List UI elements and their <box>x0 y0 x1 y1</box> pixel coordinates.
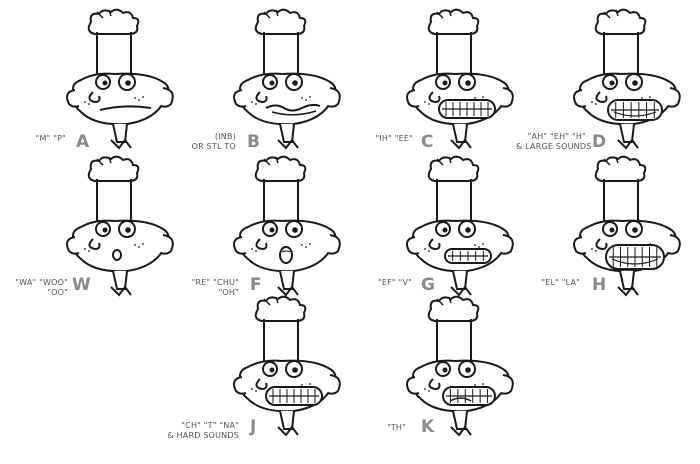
caption-j: "CH" "T" "NA" & HARD SOUNDS <box>165 421 239 441</box>
shape-letter-d: D <box>592 132 607 152</box>
caption-j-line-2: & HARD SOUNDS <box>167 431 239 440</box>
shape-letter-c: C <box>421 132 434 152</box>
caption-g: "EF" "V" <box>368 278 412 288</box>
head-drawing-w <box>55 155 185 305</box>
caption-c: "IH" "EE" <box>365 134 413 144</box>
caption-f: "RE" "CHU" "OH" <box>185 278 239 298</box>
caption-g-line-1: "EF" "V" <box>378 278 412 287</box>
shape-letter-b: B <box>247 132 260 152</box>
caption-f-line-1: "RE" "CHU" <box>191 278 239 287</box>
shape-letter-g: G <box>421 275 435 295</box>
head-drawing-c <box>395 8 525 158</box>
shape-letter-f: F <box>250 275 262 295</box>
head-drawing-b <box>222 8 352 158</box>
head-drawing-d <box>562 8 692 158</box>
caption-d: "AH" "EH" "H" & LARGE SOUNDS <box>516 132 592 152</box>
caption-w: "WA" "WOO" "OO" <box>6 278 68 298</box>
caption-c-line-1: "IH" "EE" <box>375 134 413 143</box>
caption-b-line-2: OR STL TO <box>191 142 236 151</box>
caption-j-line-1: "CH" "T" "NA" <box>181 421 239 430</box>
caption-b: (INB) OR STL TO <box>180 132 236 152</box>
caption-a-line-1: "M" "P" <box>35 134 66 143</box>
caption-h-line-1: "EL" "LA" <box>541 278 580 287</box>
shape-letter-k: K <box>421 417 435 437</box>
head-drawing-h <box>562 155 692 305</box>
caption-f-line-2: "OH" <box>218 288 239 297</box>
caption-w-line-1: "WA" "WOO" <box>15 278 68 287</box>
shape-letter-w: W <box>72 275 91 295</box>
shape-letter-j: J <box>250 417 257 437</box>
head-drawing-f <box>222 155 352 305</box>
shape-letter-h: H <box>592 275 607 295</box>
caption-k: "TH" <box>376 423 406 433</box>
caption-h: "EL" "LA" <box>530 278 580 288</box>
head-drawing-a <box>55 8 185 158</box>
caption-d-line-1: "AH" "EH" "H" <box>527 132 586 141</box>
caption-b-line-1: (INB) <box>214 132 236 141</box>
shape-letter-a: A <box>76 132 90 152</box>
caption-w-line-2: "OO" <box>47 288 68 297</box>
caption-d-line-2: & LARGE SOUNDS <box>516 142 592 151</box>
caption-k-line-1: "TH" <box>386 423 406 432</box>
caption-a: "M" "P" <box>20 134 66 144</box>
head-drawing-g <box>395 155 525 305</box>
head-drawing-j <box>222 295 352 445</box>
head-drawing-k <box>395 295 525 445</box>
